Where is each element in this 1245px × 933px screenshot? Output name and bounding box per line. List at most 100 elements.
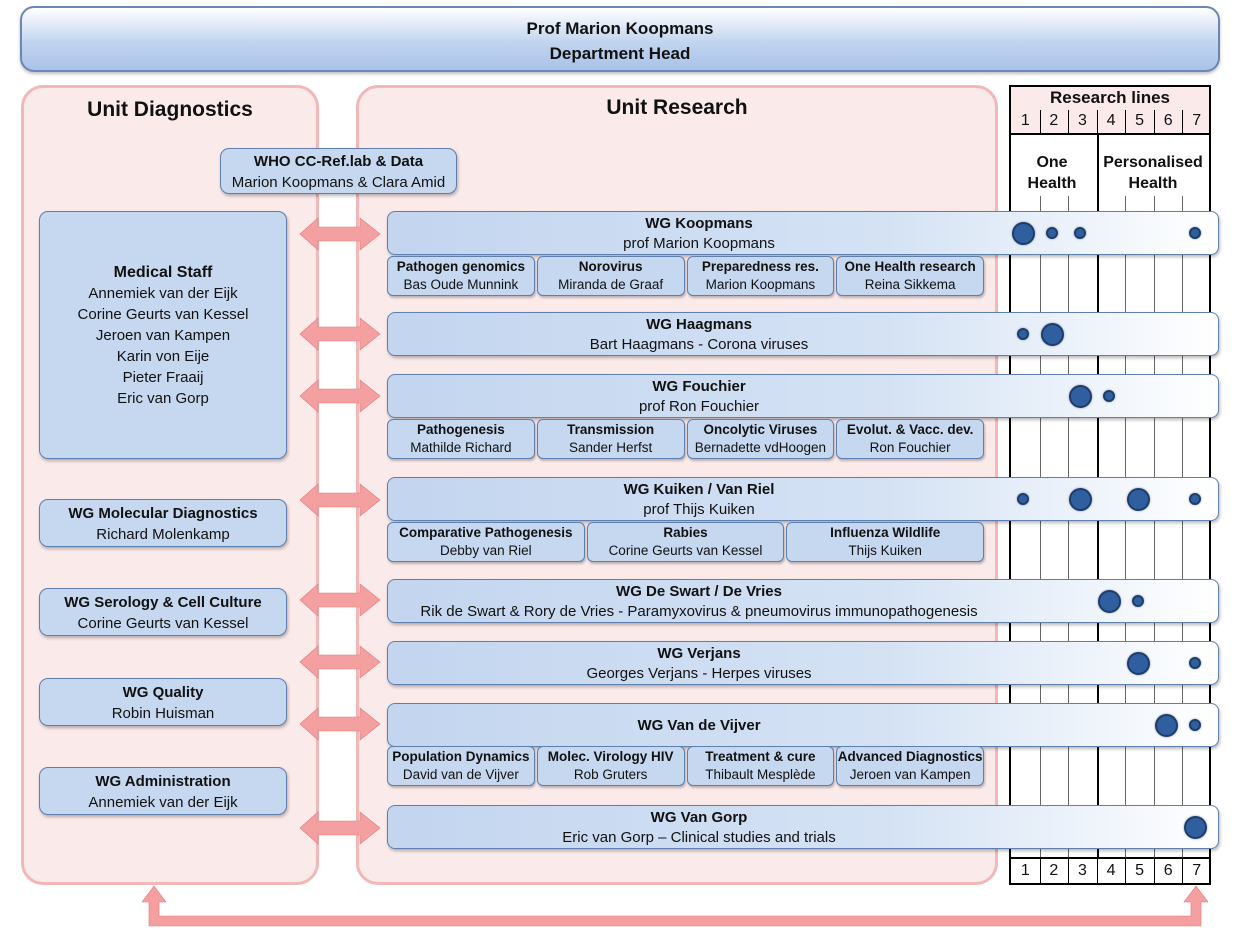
working-group-subtitle: Rik de Swart & Rory de Vries - Paramyxov… [420,603,978,620]
administration-lead: Annemiek van der Eijk [88,794,238,811]
research-line-divider [1068,196,1070,857]
working-group-title: WG Koopmans [645,215,753,232]
medical-staff-member: Jeroen van Kampen [95,327,231,344]
subgroup-lead: David van de Vijver [402,767,519,782]
subgroup-lead: Bas Oude Munnink [403,277,519,292]
research-line-number: 3 [1077,862,1087,879]
working-group-title: WG Kuiken / Van Riel [623,481,775,498]
department-head-box: Prof Marion Koopmans Department Head [20,6,1220,72]
one-health-label-line2: Health [1027,175,1077,192]
research-line-divider [1125,196,1127,857]
molecular-diagnostics-title: WG Molecular Diagnostics [68,505,258,522]
research-line-divider [1039,110,1041,134]
subgroup-title: Preparedness res. [701,259,819,274]
medical-staff-title: Medical Staff [113,264,213,281]
subgroup-title: Pathogen genomics [396,259,526,274]
research-line-number: 7 [1192,862,1202,879]
working-group-subtitle: Georges Verjans - Herpes viruses [586,665,812,682]
subgroup-title: Molec. Virology HIV [547,749,674,764]
research-line-divider [1153,110,1155,134]
research-line-divider [1096,859,1098,885]
research-line-dot [1046,227,1058,239]
research-line-divider [1125,110,1127,134]
subgroup-title: Advanced Diagnostics [837,749,983,764]
molecular-diagnostics-box: WG Molecular Diagnostics Richard Molenka… [39,499,287,547]
subgroup-title: Transmission [567,422,655,437]
quality-lead: Robin Huisman [111,705,215,722]
research-line-dot [1154,713,1178,737]
who-people: Marion Koopmans & Clara Amid [231,174,446,191]
research-line-dot [1183,815,1207,839]
medical-staff-member: Pieter Fraaij [122,369,204,386]
subgroup-lead: Reina Sikkema [864,277,956,292]
research-line-divider [1182,110,1184,134]
quality-box: WG Quality Robin Huisman [39,678,287,726]
subgroup-title: Evolut. & Vacc. dev. [846,422,974,437]
research-line-divider [1153,196,1155,857]
working-group-subtitle: prof Marion Koopmans [623,235,775,252]
subgroup-lead: Miranda de Graaf [558,277,664,292]
working-group-text: WG Van de Vijver [388,706,1010,746]
unit-research-title: Unit Research [606,96,748,119]
working-group-title: WG Fouchier [652,378,746,395]
working-group-subtitle: Eric van Gorp – Clinical studies and tri… [562,829,836,846]
quality-title: WG Quality [122,684,204,701]
working-group-text: WG Kuiken / Van Riel prof Thijs Kuiken [388,480,1010,520]
double-arrow-icon [299,811,381,845]
serology-lead: Corine Geurts van Kessel [77,615,249,632]
working-group-title: WG Haagmans [646,316,752,333]
working-group-subtitle: prof Thijs Kuiken [643,501,755,518]
research-line-divider [1182,196,1184,857]
subgroup-lead: Bernadette vdHoogen [694,440,827,455]
research-line-number: 5 [1135,862,1145,879]
subgroup-title: Oncolytic Viruses [703,422,818,437]
research-lines-title: Research lines [1049,88,1170,107]
research-line-divider [1096,110,1098,134]
double-arrow-icon [299,379,381,413]
administration-box: WG Administration Annemiek van der Eijk [39,767,287,815]
research-line-dot [1068,384,1092,408]
personalised-health-label-line1: Personalised [1103,154,1203,171]
research-line-number: 2 [1049,862,1059,879]
research-line-divider [1039,196,1041,857]
one-health-label: One Health [1011,152,1093,194]
subgroup-lead: Sander Herfst [568,440,653,455]
subgroup-title: Norovirus [578,259,643,274]
serology-box: WG Serology & Cell Culture Corine Geurts… [39,588,287,636]
administration-title: WG Administration [95,773,231,790]
research-line-divider [1068,859,1070,885]
medical-staff-member: Corine Geurts van Kessel [77,306,249,323]
research-line-dot [1126,651,1150,675]
head-role: Department Head [549,44,691,63]
double-arrow-icon [299,645,381,679]
who-title: WHO CC-Ref.lab & Data [253,153,424,170]
research-line-dot [1017,328,1029,340]
bottom-bracket-arrow-icon [141,885,1209,927]
personalised-health-label: Personalised Health [1097,152,1209,194]
subgroup-box: Preparedness res.Marion Koopmans [686,256,835,296]
research-line-number: 6 [1163,862,1173,879]
double-arrow-icon [299,707,381,741]
subgroup-title: Influenza Wildlife [830,525,941,540]
subgroup-title: Rabies [663,525,708,540]
molecular-diagnostics-lead: Richard Molenkamp [96,526,230,543]
research-line-divider [1039,859,1041,885]
unit-diagnostics-panel: Unit Diagnostics [21,85,319,885]
research-line-dot [1074,227,1086,239]
serology-title: WG Serology & Cell Culture [64,594,262,611]
